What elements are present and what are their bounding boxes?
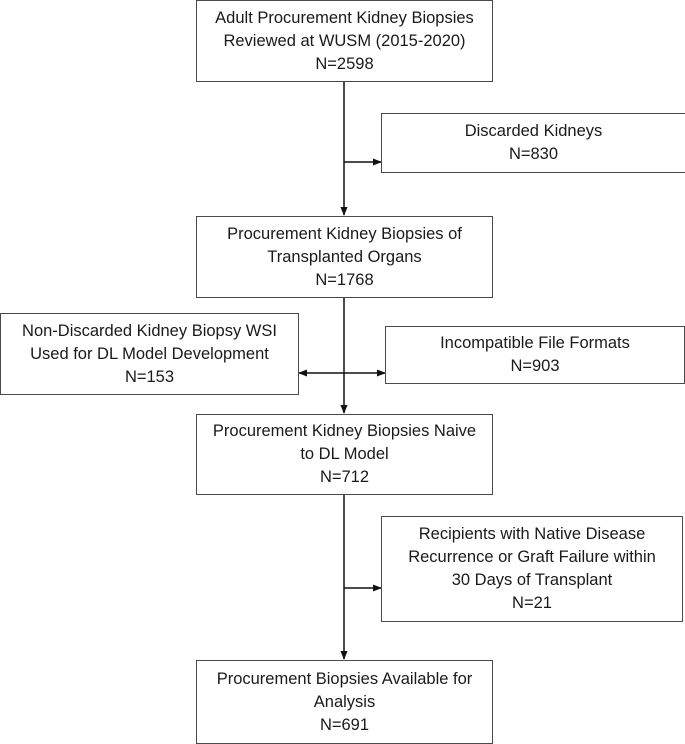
box-reviewed-line-1: Adult Procurement Kidney Biopsies xyxy=(215,8,474,27)
box-recipients-line-2: Recurrence or Graft Failure within xyxy=(408,548,656,566)
box-transplanted: Procurement Kidney Biopsies of Transplan… xyxy=(196,216,493,298)
box-reviewed: Adult Procurement Kidney Biopsies Review… xyxy=(196,0,493,82)
box-reviewed-line-2: Reviewed at WUSM (2015-2020) xyxy=(223,31,466,50)
box-non-discarded: Non-Discarded Kidney Biopsy WSI Used for… xyxy=(0,313,299,395)
box-non-discarded-count: N=153 xyxy=(124,367,175,386)
box-discarded-line-1: Discarded Kidneys xyxy=(464,122,603,140)
box-discarded-count: N=830 xyxy=(508,145,559,163)
box-available-line-2: Analysis xyxy=(313,692,376,711)
box-transplanted-count: N=1768 xyxy=(315,270,374,289)
box-available: Procurement Biopsies Available for Analy… xyxy=(196,660,493,744)
box-discarded: Discarded Kidneys N=830 xyxy=(381,113,685,173)
box-non-discarded-line-2: Used for DL Model Development xyxy=(30,344,269,363)
box-naive-line-2: to DL Model xyxy=(300,445,389,463)
box-non-discarded-line-1: Non-Discarded Kidney Biopsy WSI xyxy=(22,321,277,340)
box-naive: Procurement Kidney Biopsies Naive to DL … xyxy=(196,414,493,495)
box-transplanted-line-2: Transplanted Organs xyxy=(267,247,422,266)
box-naive-line-1: Procurement Kidney Biopsies Naive xyxy=(212,422,477,440)
box-recipients: Recipients with Native Disease Recurrenc… xyxy=(381,516,683,622)
box-naive-count: N=712 xyxy=(319,468,370,486)
box-recipients-count: N=21 xyxy=(512,594,552,612)
box-incompatible-count: N=903 xyxy=(510,357,560,375)
box-recipients-line-3: 30 Days of Transplant xyxy=(451,571,613,589)
box-transplanted-line-1: Procurement Kidney Biopsies of xyxy=(227,224,462,243)
box-reviewed-count: N=2598 xyxy=(315,54,374,73)
box-incompatible: Incompatible File Formats N=903 xyxy=(385,326,685,384)
box-available-count: N=691 xyxy=(319,715,370,734)
box-available-line-1: Procurement Biopsies Available for xyxy=(216,669,473,688)
box-recipients-line-1: Recipients with Native Disease xyxy=(418,525,646,543)
box-incompatible-line-1: Incompatible File Formats xyxy=(440,334,630,352)
